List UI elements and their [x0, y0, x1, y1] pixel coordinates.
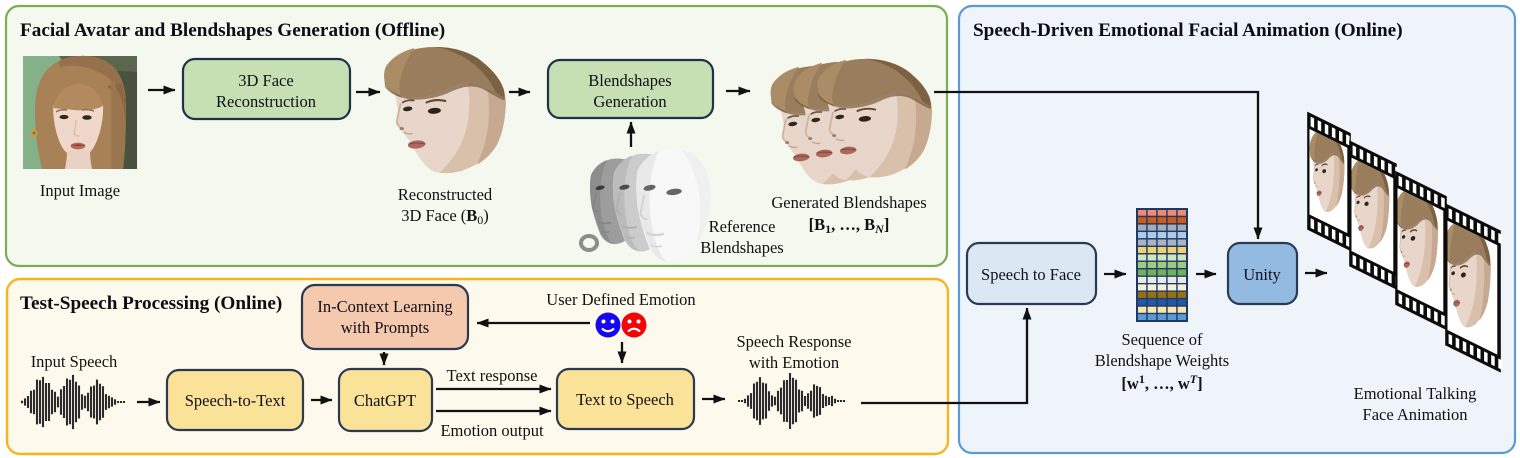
svg-text:ChatGPT: ChatGPT — [354, 391, 416, 410]
svg-text:Sequence of: Sequence of — [1121, 330, 1203, 349]
svg-text:3D Face (B0): 3D Face (B0) — [401, 206, 489, 227]
svg-text:with Prompts: with Prompts — [341, 318, 429, 337]
svg-text:Blendshape Weights: Blendshape Weights — [1095, 351, 1229, 370]
svg-text:In-Context Learning: In-Context Learning — [317, 297, 452, 316]
svg-text:Input Speech: Input Speech — [31, 352, 118, 371]
svg-text:3D Face: 3D Face — [238, 71, 293, 90]
svg-text:Generated Blendshapes: Generated Blendshapes — [771, 193, 926, 212]
svg-text:Blendshapes: Blendshapes — [588, 71, 671, 90]
svg-text:Emotion output: Emotion output — [440, 421, 544, 440]
svg-text:Text response: Text response — [447, 366, 538, 385]
svg-text:Blendshapes: Blendshapes — [700, 238, 783, 257]
svg-text:Speech-to-Text: Speech-to-Text — [185, 391, 286, 410]
svg-text:Speech-Driven Emotional Facial: Speech-Driven Emotional Facial Animation… — [973, 20, 1403, 41]
svg-text:Speech Response: Speech Response — [736, 332, 851, 351]
svg-text:Text to Speech: Text to Speech — [576, 390, 675, 409]
svg-text:Reference: Reference — [709, 217, 776, 236]
svg-text:Speech to Face: Speech to Face — [981, 265, 1081, 284]
svg-text:Input Image: Input Image — [40, 181, 120, 200]
svg-text:Reconstruction: Reconstruction — [216, 92, 316, 111]
svg-text:with Emotion: with Emotion — [749, 353, 839, 372]
svg-text:Test-Speech Processing (Online: Test-Speech Processing (Online) — [20, 293, 282, 314]
svg-text:Generation: Generation — [593, 92, 666, 111]
svg-text:User Defined Emotion: User Defined Emotion — [546, 290, 695, 309]
svg-text:Face Animation: Face Animation — [1363, 405, 1468, 424]
svg-text:Reconstructed: Reconstructed — [398, 185, 493, 204]
svg-text:Facial Avatar and Blendshapes: Facial Avatar and Blendshapes Generation… — [20, 20, 445, 41]
svg-text:Unity: Unity — [1243, 265, 1281, 284]
svg-text:Emotional Talking: Emotional Talking — [1354, 384, 1477, 403]
